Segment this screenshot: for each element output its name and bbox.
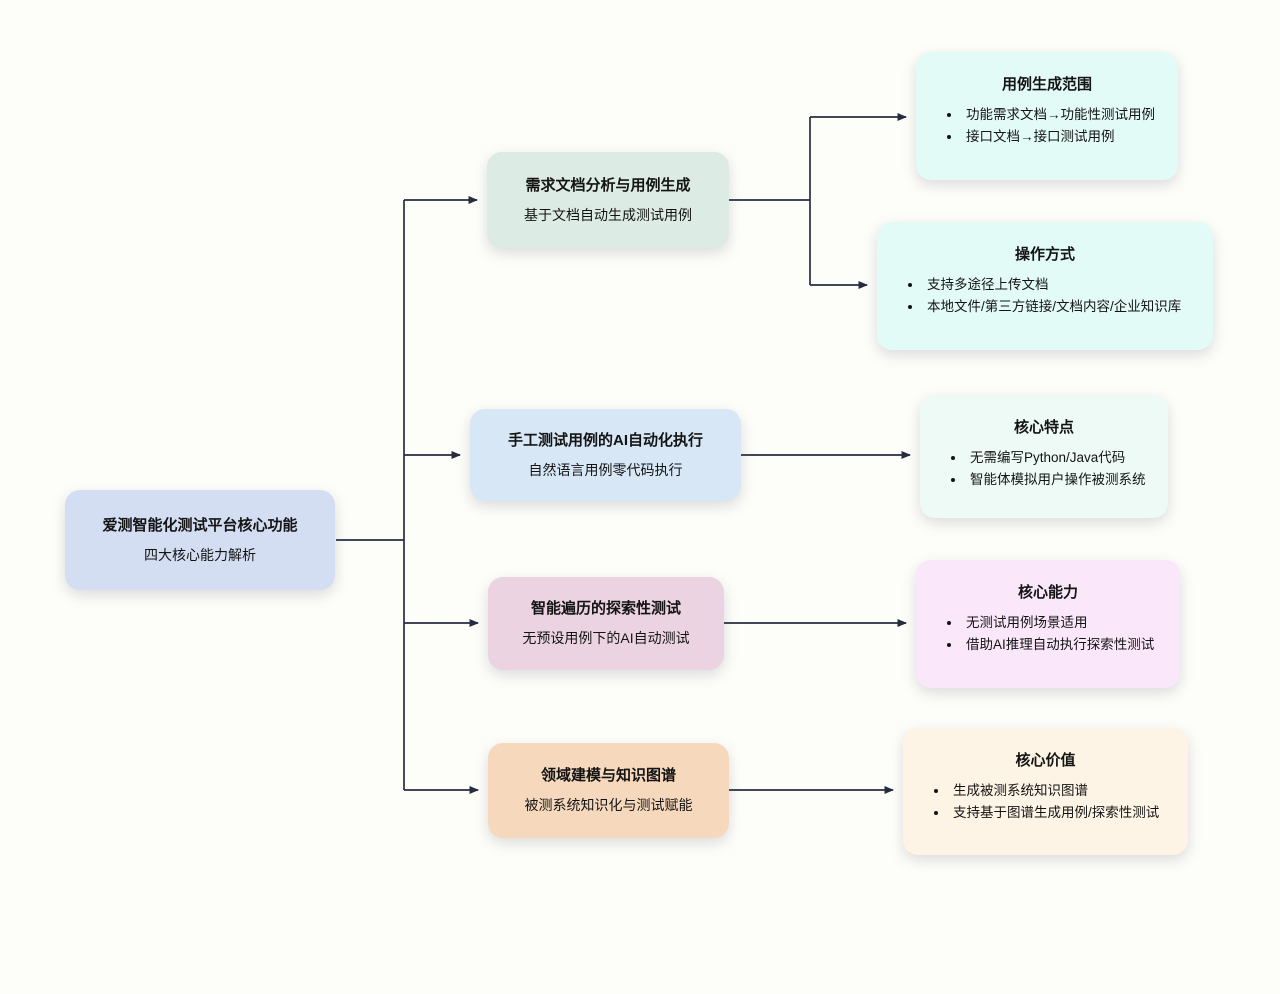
- branch-subtitle: 无预设用例下的AI自动测试: [522, 630, 690, 647]
- detail-bullet-list: 生成被测系统知识图谱 支持基于图谱生成用例/探索性测试: [919, 780, 1172, 825]
- branch-node-exploratory-testing: 智能遍历的探索性测试 无预设用例下的AI自动测试: [488, 577, 724, 670]
- detail-node-core-capabilities: 核心能力 无测试用例场景适用 借助AI推理自动执行探索性测试: [916, 560, 1180, 688]
- detail-bullet-list: 无测试用例场景适用 借助AI推理自动执行探索性测试: [932, 612, 1164, 657]
- detail-bullet: 智能体模拟用户操作被测系统: [966, 469, 1152, 491]
- branch-node-ai-execution: 手工测试用例的AI自动化执行 自然语言用例零代码执行: [470, 409, 741, 501]
- root-node: 爱测智能化测试平台核心功能 四大核心能力解析: [65, 490, 335, 590]
- detail-bullet-list: 无需编写Python/Java代码 智能体模拟用户操作被测系统: [936, 447, 1152, 492]
- detail-node-core-features: 核心特点 无需编写Python/Java代码 智能体模拟用户操作被测系统: [920, 395, 1168, 518]
- branch-subtitle: 被测系统知识化与测试赋能: [524, 797, 693, 814]
- branch-node-knowledge-graph: 领域建模与知识图谱 被测系统知识化与测试赋能: [488, 743, 729, 838]
- detail-node-core-value: 核心价值 生成被测系统知识图谱 支持基于图谱生成用例/探索性测试: [903, 728, 1188, 855]
- detail-bullet: 借助AI推理自动执行探索性测试: [962, 634, 1164, 656]
- branch-subtitle: 基于文档自动生成测试用例: [524, 206, 692, 223]
- detail-bullet-list: 支持多途径上传文档 本地文件/第三方链接/文档内容/企业知识库: [893, 274, 1197, 319]
- detail-bullet-list: 功能需求文档→功能性测试用例 接口文档→接口测试用例: [932, 104, 1162, 149]
- detail-title: 核心特点: [1013, 419, 1074, 436]
- branch-title: 需求文档分析与用例生成: [525, 176, 691, 194]
- detail-bullet: 功能需求文档→功能性测试用例: [962, 104, 1162, 126]
- branch-title: 领域建模与知识图谱: [540, 767, 676, 785]
- detail-title: 用例生成范围: [1001, 76, 1092, 93]
- detail-bullet: 本地文件/第三方链接/文档内容/企业知识库: [923, 296, 1197, 318]
- detail-bullet: 接口文档→接口测试用例: [962, 126, 1162, 148]
- detail-title: 操作方式: [1014, 246, 1075, 263]
- branch-title: 智能遍历的探索性测试: [530, 600, 681, 618]
- detail-title: 核心能力: [1017, 584, 1078, 601]
- detail-bullet: 无需编写Python/Java代码: [966, 447, 1152, 469]
- detail-node-operation-methods: 操作方式 支持多途径上传文档 本地文件/第三方链接/文档内容/企业知识库: [877, 222, 1213, 350]
- detail-bullet: 无测试用例场景适用: [962, 612, 1164, 634]
- root-node-subtitle: 四大核心能力解析: [144, 546, 256, 563]
- detail-title: 核心价值: [1015, 752, 1076, 769]
- detail-bullet: 支持基于图谱生成用例/探索性测试: [949, 802, 1172, 824]
- branch-subtitle: 自然语言用例零代码执行: [528, 461, 683, 478]
- root-node-title: 爱测智能化测试平台核心功能: [102, 516, 298, 534]
- detail-bullet: 支持多途径上传文档: [923, 274, 1197, 296]
- detail-bullet: 生成被测系统知识图谱: [949, 780, 1172, 802]
- branch-title: 手工测试用例的AI自动化执行: [507, 431, 703, 449]
- branch-node-requirement-analysis: 需求文档分析与用例生成 基于文档自动生成测试用例: [487, 152, 729, 248]
- detail-node-case-generation-scope: 用例生成范围 功能需求文档→功能性测试用例 接口文档→接口测试用例: [916, 52, 1178, 180]
